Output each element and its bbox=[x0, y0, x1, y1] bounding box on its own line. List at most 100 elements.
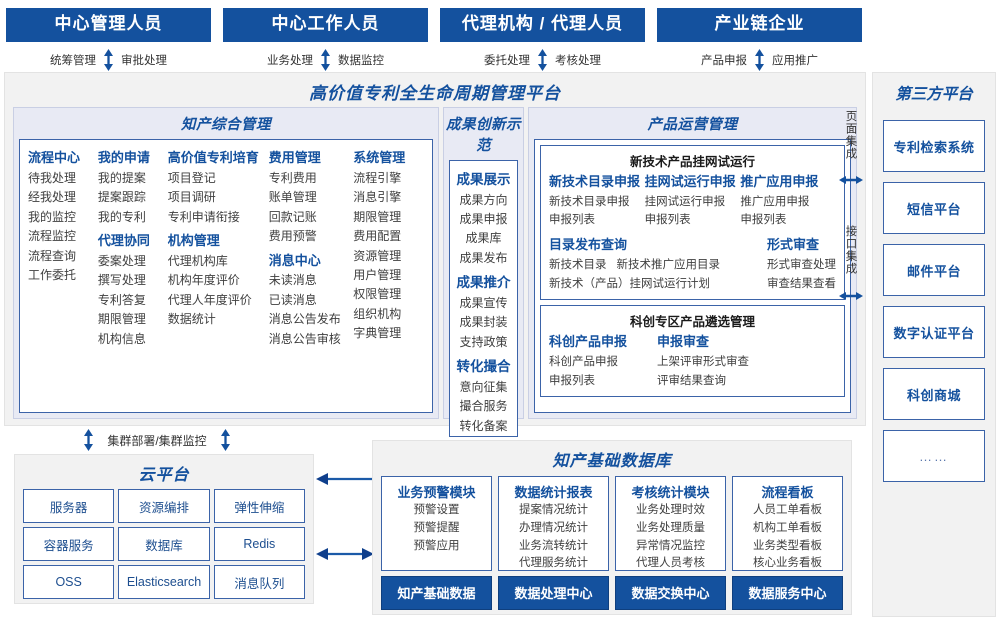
menu-item-科创产品申报[interactable]: 科创产品申报 bbox=[549, 356, 618, 369]
database-foot-1[interactable]: 数据处理中心 bbox=[498, 576, 609, 610]
database-item-代理人员考核[interactable]: 代理人员考核 bbox=[636, 557, 705, 570]
database-item-预警设置[interactable]: 预警设置 bbox=[413, 504, 460, 516]
menu-item-机构信息[interactable]: 机构信息 bbox=[97, 331, 146, 346]
menu-item-资源管理[interactable]: 资源管理 bbox=[353, 248, 402, 263]
database-item-代理服务统计[interactable]: 代理服务统计 bbox=[519, 557, 588, 570]
database-item-业务处理时效[interactable]: 业务处理时效 bbox=[636, 504, 705, 516]
menu-item-费用配置[interactable]: 费用配置 bbox=[353, 229, 402, 244]
menu-item-我的提案[interactable]: 我的提案 bbox=[97, 170, 146, 185]
menu-item-未读消息[interactable]: 未读消息 bbox=[268, 273, 317, 288]
menu-item-上架评审形式审查[interactable]: 上架评审形式审查 bbox=[657, 356, 749, 369]
menu-item-新技术（产品）挂网试运行计划[interactable]: 新技术（产品）挂网试运行计划 bbox=[549, 277, 710, 290]
menu-item-用户管理[interactable]: 用户管理 bbox=[353, 268, 402, 283]
database-item-预警提醒[interactable]: 预警提醒 bbox=[413, 521, 460, 534]
menu-item-挂网试运行申报[interactable]: 挂网试运行申报 bbox=[644, 195, 726, 208]
menu-item-消息公告审核[interactable]: 消息公告审核 bbox=[268, 331, 341, 346]
cloud-service-消息队列[interactable]: 消息队列 bbox=[213, 565, 305, 599]
role-title-2[interactable]: 代理机构 / 代理人员 bbox=[440, 8, 645, 42]
menu-item-委案处理[interactable]: 委案处理 bbox=[97, 254, 146, 268]
database-foot-3[interactable]: 数据服务中心 bbox=[732, 576, 843, 610]
group-head-目录发布查询[interactable]: 目录发布查询 bbox=[549, 237, 628, 253]
menu-item-提案跟踪[interactable]: 提案跟踪 bbox=[97, 190, 146, 205]
menu-item-数据统计[interactable]: 数据统计 bbox=[167, 312, 216, 327]
database-item-人员工单看板[interactable]: 人员工单看板 bbox=[753, 504, 822, 516]
role-title-0[interactable]: 中心管理人员 bbox=[6, 8, 211, 42]
database-foot-2[interactable]: 数据交换中心 bbox=[615, 576, 726, 610]
group-head-高价值专利培育[interactable]: 高价值专利培育 bbox=[167, 150, 259, 165]
database-item-机构工单看板[interactable]: 机构工单看板 bbox=[753, 521, 822, 534]
cloud-service-Redis[interactable]: Redis bbox=[213, 527, 305, 561]
group-head-形式审查[interactable]: 形式审查 bbox=[767, 237, 820, 253]
third-party-item-1[interactable]: 短信平台 bbox=[883, 182, 985, 234]
role-action-left-1[interactable]: 业务处理 bbox=[267, 54, 313, 67]
menu-item-申报列表[interactable]: 申报列表 bbox=[740, 214, 787, 227]
menu-item-申报列表[interactable]: 申报列表 bbox=[549, 374, 595, 387]
menu-item-成果库[interactable]: 成果库 bbox=[465, 231, 502, 246]
menu-item-转化备案[interactable]: 转化备案 bbox=[459, 418, 508, 433]
menu-item-新技术目录[interactable]: 新技术目录 bbox=[549, 258, 607, 271]
database-item-办理情况统计[interactable]: 办理情况统计 bbox=[519, 521, 588, 534]
menu-item-账单管理[interactable]: 账单管理 bbox=[268, 190, 317, 205]
group-head-我的申请[interactable]: 我的申请 bbox=[97, 150, 150, 165]
group-head-申报审查[interactable]: 申报审查 bbox=[657, 334, 710, 350]
menu-item-经我处理[interactable]: 经我处理 bbox=[28, 190, 77, 205]
role-title-3[interactable]: 产业链企业 bbox=[657, 8, 862, 42]
group-head-费用管理[interactable]: 费用管理 bbox=[268, 150, 321, 165]
database-item-业务流转统计[interactable]: 业务流转统计 bbox=[519, 539, 588, 552]
group-head-流程中心[interactable]: 流程中心 bbox=[28, 150, 81, 165]
menu-item-新技术推广应用目录[interactable]: 新技术推广应用目录 bbox=[616, 258, 721, 271]
group-head-挂网试运行申报[interactable]: 挂网试运行申报 bbox=[644, 174, 736, 189]
menu-item-权限管理[interactable]: 权限管理 bbox=[353, 287, 402, 302]
cloud-service-OSS[interactable]: OSS bbox=[23, 565, 115, 599]
menu-item-成果申报[interactable]: 成果申报 bbox=[459, 212, 508, 226]
database-item-提案情况统计[interactable]: 提案情况统计 bbox=[519, 504, 588, 516]
menu-item-专利答复[interactable]: 专利答复 bbox=[97, 292, 146, 307]
role-title-1[interactable]: 中心工作人员 bbox=[223, 8, 428, 42]
menu-item-流程监控[interactable]: 流程监控 bbox=[28, 229, 77, 244]
menu-item-组织机构[interactable]: 组织机构 bbox=[353, 306, 402, 321]
cloud-service-服务器[interactable]: 服务器 bbox=[23, 489, 115, 523]
role-action-right-3[interactable]: 应用推广 bbox=[772, 54, 818, 67]
group-head-机构管理[interactable]: 机构管理 bbox=[167, 233, 220, 249]
menu-item-代理机构库[interactable]: 代理机构库 bbox=[167, 254, 228, 268]
role-action-right-1[interactable]: 数据监控 bbox=[338, 54, 384, 67]
menu-item-机构年度评价[interactable]: 机构年度评价 bbox=[167, 273, 240, 288]
menu-item-支持政策[interactable]: 支持政策 bbox=[459, 334, 508, 349]
cloud-service-资源编排[interactable]: 资源编排 bbox=[118, 489, 210, 523]
panel-zhichan[interactable]: 知产综合管理 流程中心待我处理经我处理我的监控流程监控流程查询工作委托我的申请我… bbox=[13, 107, 439, 419]
database-item-预警应用[interactable]: 预警应用 bbox=[413, 539, 460, 552]
group-head-科创产品申报[interactable]: 科创产品申报 bbox=[549, 334, 628, 350]
database-item-业务类型看板[interactable]: 业务类型看板 bbox=[753, 539, 822, 552]
menu-item-新技术目录申报[interactable]: 新技术目录申报 bbox=[549, 195, 630, 208]
menu-item-撮合服务[interactable]: 撮合服务 bbox=[459, 399, 508, 414]
menu-item-待我处理[interactable]: 待我处理 bbox=[28, 170, 77, 185]
panel-chanpin[interactable]: 产品运营管理 新技术产品挂网试运行新技术目录申报新技术目录申报申报列表挂网试运行… bbox=[528, 107, 857, 419]
menu-item-期限管理[interactable]: 期限管理 bbox=[97, 312, 146, 327]
menu-item-审查结果查看[interactable]: 审查结果查看 bbox=[767, 277, 836, 290]
menu-item-成果宣传[interactable]: 成果宣传 bbox=[459, 295, 508, 310]
third-party-item-2[interactable]: 邮件平台 bbox=[883, 244, 985, 296]
database-foot-0[interactable]: 知产基础数据 bbox=[381, 576, 492, 610]
menu-item-成果方向[interactable]: 成果方向 bbox=[459, 192, 508, 207]
menu-item-项目登记[interactable]: 项目登记 bbox=[167, 170, 216, 185]
role-action-left-2[interactable]: 委托处理 bbox=[484, 54, 530, 67]
menu-item-评审结果查询[interactable]: 评审结果查询 bbox=[657, 374, 726, 387]
menu-item-意向征集[interactable]: 意向征集 bbox=[459, 379, 508, 394]
third-party-item-5[interactable]: …… bbox=[883, 430, 985, 482]
menu-item-成果封装[interactable]: 成果封装 bbox=[459, 315, 508, 330]
database-item-异常情况监控[interactable]: 异常情况监控 bbox=[636, 539, 705, 552]
third-party-item-3[interactable]: 数字认证平台 bbox=[883, 306, 985, 358]
menu-item-专利费用[interactable]: 专利费用 bbox=[268, 170, 317, 185]
third-party-item-4[interactable]: 科创商城 bbox=[883, 368, 985, 420]
group-head-消息中心[interactable]: 消息中心 bbox=[268, 252, 321, 268]
group-head-成果推介[interactable]: 成果推介 bbox=[456, 275, 511, 291]
menu-item-专利申请衔接[interactable]: 专利申请衔接 bbox=[167, 209, 240, 224]
group-head-推广应用申报[interactable]: 推广应用申报 bbox=[740, 174, 819, 189]
role-action-right-0[interactable]: 审批处理 bbox=[121, 54, 167, 67]
menu-item-推广应用申报[interactable]: 推广应用申报 bbox=[740, 195, 810, 208]
menu-item-我的监控[interactable]: 我的监控 bbox=[28, 209, 77, 224]
menu-item-回款记账[interactable]: 回款记账 bbox=[268, 209, 317, 224]
menu-item-期限管理[interactable]: 期限管理 bbox=[353, 209, 402, 224]
cloud-service-容器服务[interactable]: 容器服务 bbox=[23, 527, 115, 561]
database-item-核心业务看板[interactable]: 核心业务看板 bbox=[753, 557, 822, 570]
